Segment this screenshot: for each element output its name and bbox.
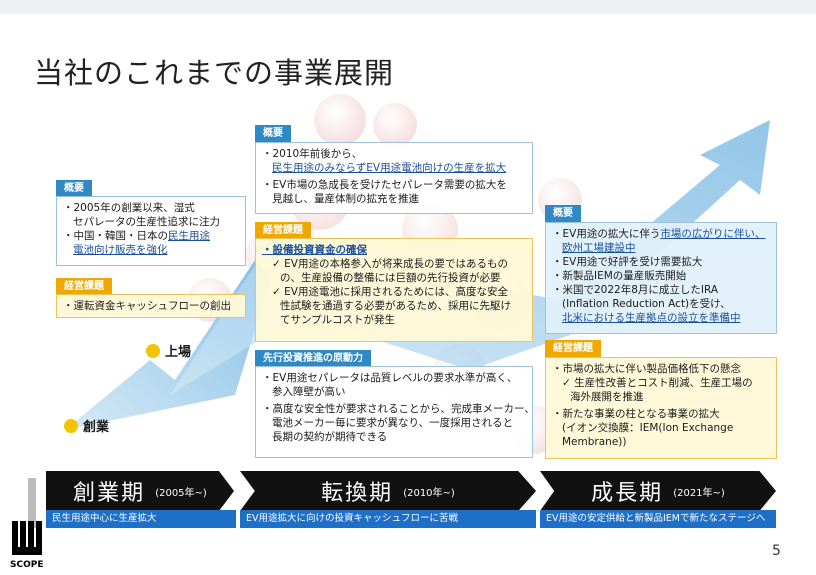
phase2-overview-line: ・2010年前後から、 xyxy=(262,148,363,160)
phase2-drive-line: 長期の契約が期待できる xyxy=(272,431,388,443)
phase3-overview-line: ・EV用途の拡大に伴う xyxy=(552,228,661,240)
phase1-overview-link: 民生用途 xyxy=(168,230,210,242)
phase2-drive-box: ・EV用途セパレータは品質レベルの要求水準が高く、 参入障壁が高い ・高度な安全… xyxy=(255,366,535,458)
phase-band-growth: 成長期 (2021年~) xyxy=(540,471,776,511)
phase3-overview-line: (Inflation Reduction Act)を受け、 xyxy=(562,298,731,310)
phase3-overview-line: ・米国で2022年8月に成立したIRA xyxy=(552,284,719,296)
phase3-issue-line: Membrane)) xyxy=(562,436,627,448)
phase2-issue-line: 性試験を通過する必要があるため、採用に先駆け xyxy=(280,300,511,312)
phase-caption-growth: EV用途の安定供給と新製品IEMで新たなステージへ xyxy=(540,510,776,528)
phase2-issue-line: ✓ EV用途の本格参入が将来成長の要ではあるもの xyxy=(272,258,508,270)
phase2-overview-line: 見越し、量産体制の拡充を推進 xyxy=(272,193,419,205)
phase2-drive-line: 参入障壁が高い xyxy=(272,386,346,398)
milestone-label: 上場 xyxy=(165,345,192,360)
phase-name: 成長期 xyxy=(591,481,664,506)
phase2-overview-box: ・2010年前後から、 民生用途のみならずEV用途電池向けの生産を拡大 ・EV市… xyxy=(255,142,533,214)
phase3-overview-line: ・EV用途で好評を受け需要拡大 xyxy=(552,256,703,268)
phase-band-transition: 転換期 (2010年~) xyxy=(240,471,536,511)
phase-name: 転換期 xyxy=(321,481,394,506)
phase-caption-transition: EV用途拡大に向けの投資キャッシュフローに苦戦 xyxy=(240,510,536,528)
phase3-overview-line: ・新製品IEMの量産販売開始 xyxy=(552,270,687,282)
phase-period: (2005年~) xyxy=(155,487,207,499)
phase3-overview-link: 市場の広がりに伴い、 xyxy=(660,228,766,240)
page-title: 当社のこれまでの事業展開 xyxy=(34,56,395,90)
milestone-dot-icon xyxy=(64,418,78,433)
phase3-overview-box: ・EV用途の拡大に伴う市場の広がりに伴い、 欧州工場建設中 ・EV用途で好評を受… xyxy=(545,222,777,334)
phase-period: (2021年~) xyxy=(673,487,725,499)
phase2-issue-tag: 経営課題 xyxy=(255,222,311,239)
phase3-issue-line: ・新たな事業の柱となる事業の拡大 xyxy=(552,408,720,420)
phase2-drive-line: ・高度な安全性が要求されることから、完成車メーカー、 xyxy=(262,403,535,415)
phase3-overview-tag: 概要 xyxy=(545,205,581,222)
company-logo-icon xyxy=(12,521,42,555)
phase2-issue-box: ・設備投資資金の確保 ✓ EV用途の本格参入が将来成長の要ではあるもの の、生産… xyxy=(255,238,533,342)
phase2-issue-line: てサンプルコストが発生 xyxy=(280,314,395,326)
phase2-issue-line: ✓ EV用途電池に採用されるためには、高度な安全 xyxy=(272,286,508,298)
phase-period: (2010年~) xyxy=(403,487,455,499)
phase1-overview-line: ・2005年の創業以来、湿式 xyxy=(63,202,195,214)
phase3-issue-tag: 経営課題 xyxy=(545,340,601,357)
milestone-label: 創業 xyxy=(83,420,110,435)
phase2-drive-line: ・EV用途セパレータは品質レベルの要求水準が高く、 xyxy=(262,372,518,384)
phase1-issue-line: ・運転資金キャッシュフローの創出 xyxy=(63,300,231,312)
phase2-drive-tag: 先行投資推進の原動力 xyxy=(255,350,371,367)
milestone-founding: 創業 xyxy=(64,416,109,435)
phase1-overview-tag: 概要 xyxy=(56,180,92,197)
phase-band-founding: 創業期 (2005年~) xyxy=(46,471,234,511)
top-bar xyxy=(0,0,816,14)
phase2-overview-line: ・EV市場の急成長を受けたセパレータ需要の拡大を xyxy=(262,179,507,191)
phase3-issue-line: ✓ 生産性改善とコスト削減、生産工場の xyxy=(562,377,753,389)
phase3-overview-link: 北米における生産拠点の設立を準備中 xyxy=(562,312,741,324)
phase1-overview-box: ・2005年の創業以来、湿式 セパレータの生産性追求に注力 ・中国・韓国・日本の… xyxy=(56,196,246,266)
milestone-listing: 上場 xyxy=(146,341,191,360)
phase3-issue-line: (イオン交換膜：IEM(Ion Exchange xyxy=(562,422,734,434)
page-number: 5 xyxy=(772,543,781,559)
milestone-dot-icon xyxy=(146,343,160,358)
phase2-overview-link: 民生用途のみならずEV用途電池向けの生産を拡大 xyxy=(272,162,507,174)
phase2-issue-heading: ・設備投資資金の確保 xyxy=(262,244,367,256)
phase3-overview-link: 欧州工場建設中 xyxy=(562,242,636,254)
phase1-overview-line: セパレータの生産性追求に注力 xyxy=(73,216,220,228)
phase1-issue-box: ・運転資金キャッシュフローの創出 xyxy=(56,294,246,318)
phase2-issue-line: の、生産設備の整備には巨額の先行投資が必要 xyxy=(280,272,501,284)
logo-wordmark: SCOPE xyxy=(10,560,44,570)
phase-caption-founding: 民生用途中心に生産拡大 xyxy=(46,510,236,528)
phase1-overview-link: 電池向け販売を強化 xyxy=(73,244,168,256)
phase-name: 創業期 xyxy=(73,481,146,506)
phase3-issue-line: ・市場の拡大に伴い製品価格低下の懸念 xyxy=(552,363,741,375)
phase2-overview-tag: 概要 xyxy=(255,125,291,142)
phase3-issue-line: 海外展開を推進 xyxy=(570,391,644,403)
phase1-overview-line: ・中国・韓国・日本の xyxy=(63,230,168,242)
phase1-issue-tag: 経営課題 xyxy=(56,278,112,295)
phase3-issue-box: ・市場の拡大に伴い製品価格低下の懸念 ✓ 生産性改善とコスト削減、生産工場の 海… xyxy=(545,357,777,459)
phase2-drive-line: 電池メーカー毎に要求が異なり、一度採用されると xyxy=(272,417,514,429)
